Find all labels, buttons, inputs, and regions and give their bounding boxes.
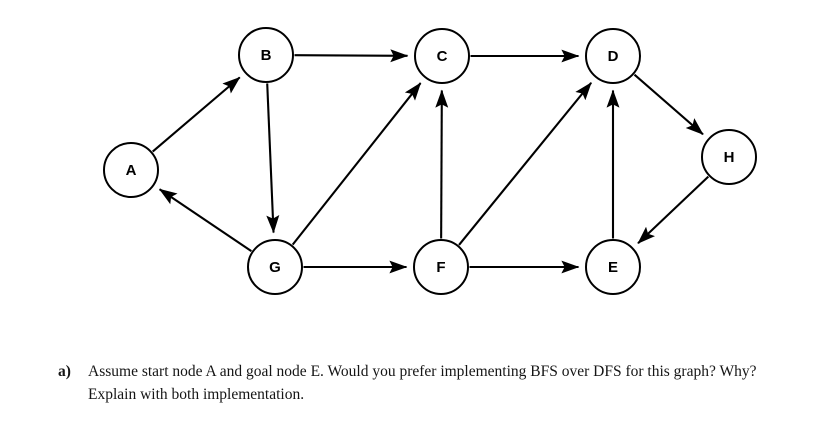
node-label-b: B: [261, 47, 272, 64]
edges-layer: [152, 49, 710, 274]
node-circle-c: [414, 28, 470, 84]
graph-svg: A B C D H G F E: [103, 27, 757, 295]
graph-node-d: D: [585, 28, 641, 84]
graph-edge-f-to-d: [458, 82, 593, 246]
node-label-f: F: [436, 259, 445, 276]
question-block: a) Assume start node A and goal node E. …: [58, 360, 808, 406]
node-label-h: H: [724, 149, 735, 166]
node-label-c: C: [437, 48, 448, 65]
node-circle-e: [585, 239, 641, 295]
graph-node-b: B: [238, 27, 294, 83]
node-circle-d: [585, 28, 641, 84]
node-circle-g: [247, 239, 303, 295]
graph-edge-g-to-c: [291, 82, 422, 246]
graph-figure: A B C D H G F E: [103, 27, 757, 295]
node-circle-b: [238, 27, 294, 83]
node-label-d: D: [608, 48, 619, 65]
graph-edge-f-to-c: [435, 89, 449, 239]
graph-edge-g-to-a: [158, 188, 252, 252]
node-circle-f: [413, 239, 469, 295]
graph-edge-b-to-g: [266, 83, 280, 234]
question-text: Assume start node A and goal node E. Wou…: [88, 363, 757, 403]
node-label-g: G: [269, 259, 281, 276]
node-label-a: A: [126, 162, 137, 179]
graph-node-g: G: [247, 239, 303, 295]
graph-node-h: H: [701, 129, 757, 185]
node-circle-a: [103, 142, 159, 198]
node-circle-h: [701, 129, 757, 185]
graph-node-e: E: [585, 239, 641, 295]
graph-edge-d-to-h: [633, 73, 704, 136]
node-label-e: E: [608, 259, 618, 276]
graph-node-c: C: [414, 28, 470, 84]
graph-node-f: F: [413, 239, 469, 295]
question-marker: a): [58, 363, 71, 380]
nodes-layer: A B C D H G F E: [103, 27, 757, 295]
question-row: a) Assume start node A and goal node E. …: [58, 360, 808, 406]
graph-node-a: A: [103, 142, 159, 198]
graph-edge-b-to-c: [294, 49, 409, 63]
graph-edge-h-to-e: [637, 175, 710, 245]
graph-edge-a-to-b: [152, 76, 241, 153]
